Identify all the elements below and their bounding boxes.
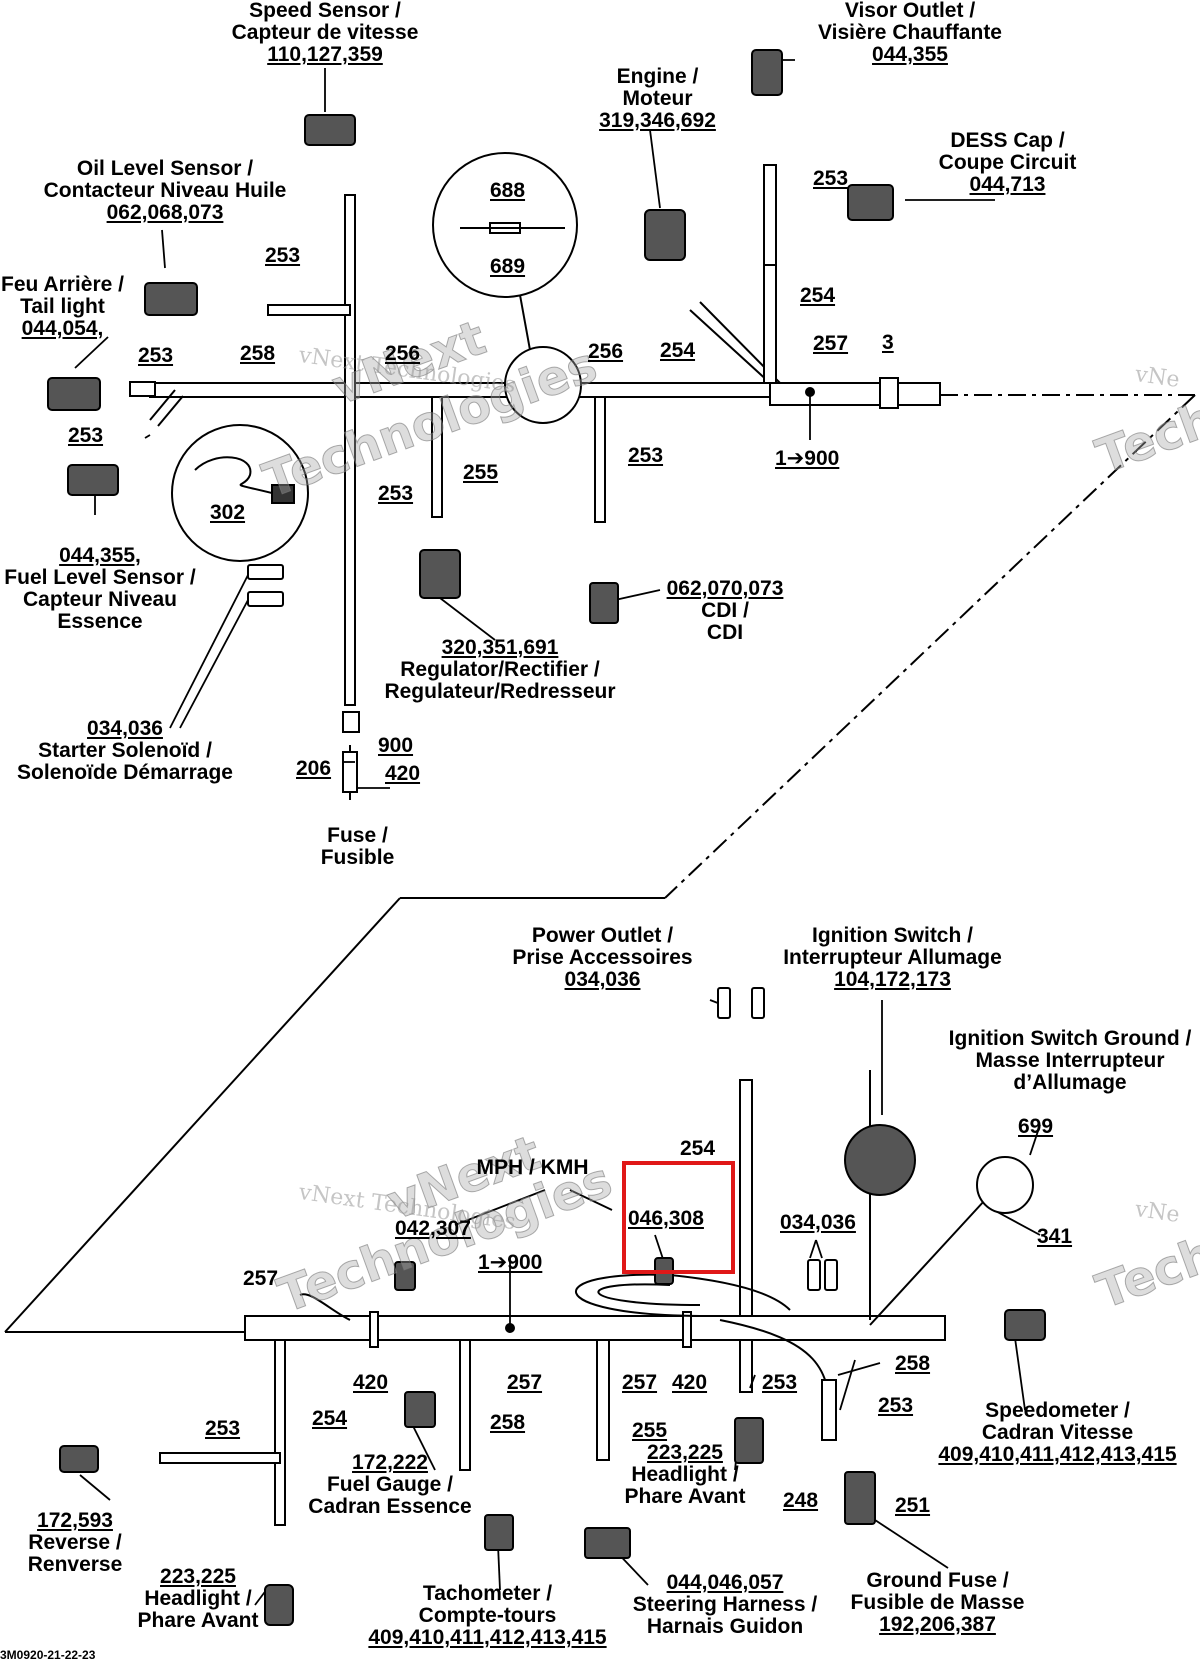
ref-341: 341	[1037, 1225, 1073, 1248]
ref-302: 302	[210, 501, 246, 524]
connectors	[47, 49, 1046, 1626]
ref-256-a: 256	[385, 342, 421, 365]
ref-251: 251	[895, 1494, 931, 1517]
ref-1-900-top: 1➔900	[775, 447, 840, 470]
ref-253-tail: 253	[138, 344, 174, 367]
ignition-switch-ground-label: Ignition Switch Ground /Masse Interrupte…	[948, 1027, 1192, 1094]
mph-kmh-label: MPH / KMH	[476, 1156, 589, 1179]
ref-256-b: 256	[588, 340, 624, 363]
ref-042-307: 042,307	[395, 1217, 471, 1240]
ref-258-right: 258	[895, 1352, 931, 1375]
ref-253-bottom-b: 253	[878, 1394, 914, 1417]
engine-branch	[689, 164, 781, 384]
ref-900: 900	[378, 734, 414, 757]
ref-254-reverse: 254	[312, 1407, 348, 1430]
highlight-box	[622, 1161, 735, 1274]
ref-257-top: 257	[813, 332, 849, 355]
ref-688: 688	[490, 179, 526, 202]
ref-253-trunk: 253	[378, 482, 414, 505]
ref-3: 3	[882, 331, 894, 354]
ref-206: 206	[296, 757, 332, 780]
ref-254-bottom: 254	[680, 1137, 716, 1160]
ref-253-cdi: 253	[628, 444, 664, 467]
ref-253-reverse: 253	[205, 1417, 241, 1440]
ref-257-left: 257	[243, 1267, 279, 1290]
ref-253-visor: 253	[813, 167, 849, 190]
junction-dots	[505, 387, 815, 1333]
ref-254-top: 254	[800, 284, 836, 307]
ref-253-bottom-a: 253	[762, 1371, 798, 1394]
ref-254-engine: 254	[660, 339, 696, 362]
bottom-harness-trunk	[159, 1070, 986, 1526]
ref-258-top: 258	[240, 342, 276, 365]
ref-420-top: 420	[385, 762, 421, 785]
ref-046-308: 046,308	[628, 1207, 704, 1230]
ref-034-036-bottom: 034,036	[780, 1211, 856, 1234]
ref-699: 699	[1018, 1115, 1054, 1138]
leader-lines	[74, 59, 1041, 1606]
oil-level-sensor-label: Oil Level Sensor /Contacteur Niveau Huil…	[43, 157, 287, 224]
ref-689: 689	[490, 255, 526, 278]
ref-248: 248	[783, 1489, 819, 1512]
ref-257-right: 257	[622, 1371, 658, 1394]
ref-255-bottom: 255	[632, 1419, 668, 1442]
ref-255-top: 255	[463, 461, 499, 484]
ref-1-900-bottom: 1➔900	[478, 1251, 543, 1274]
ref-253-fuel: 253	[68, 424, 104, 447]
ref-253-oil: 253	[265, 244, 301, 267]
part-code: 3M0920-21-22-23	[0, 1648, 96, 1662]
ref-420-right: 420	[672, 1371, 708, 1394]
fuel-level-sensor-label: 044,355,Fuel Level Sensor /Capteur Nivea…	[4, 544, 196, 633]
ref-257-mid: 257	[507, 1371, 543, 1394]
ref-258-fuel: 258	[490, 1411, 526, 1434]
fuse-label: Fuse /Fusible	[320, 824, 395, 869]
ref-420-left: 420	[353, 1371, 389, 1394]
